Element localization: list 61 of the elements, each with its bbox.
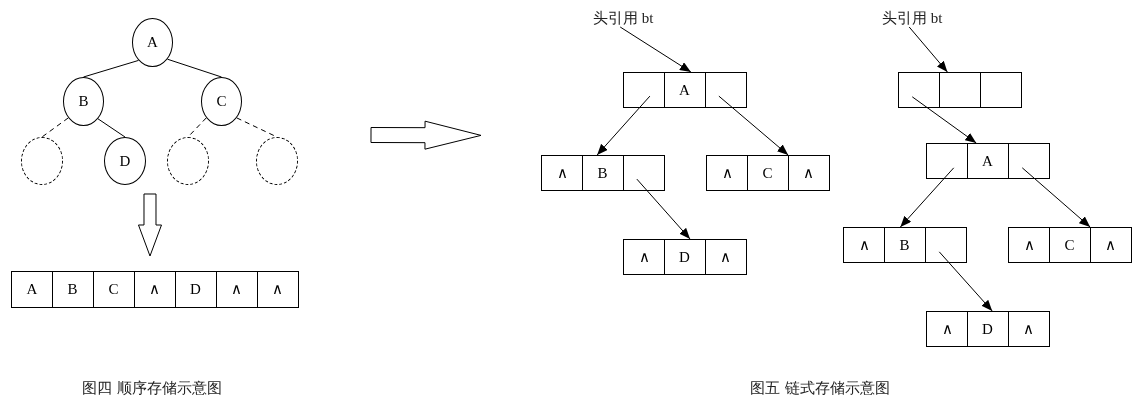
linked-list-node (623, 72, 747, 108)
connector-line (97, 118, 126, 138)
node-field: C (93, 271, 135, 308)
node-field: D (967, 311, 1009, 347)
node-field: ∧ (926, 311, 968, 347)
arrow (619, 26, 692, 73)
block-arrow (370, 120, 482, 150)
node-field: ∧ (541, 155, 583, 191)
pointer-field (926, 143, 968, 179)
array-row (11, 271, 299, 308)
node-field: C (747, 155, 789, 191)
node-field: B (582, 155, 624, 191)
connector-line (41, 117, 69, 138)
arrow (718, 95, 789, 156)
node-field: A (664, 72, 706, 108)
arrow (938, 251, 993, 312)
linked-list-node (541, 155, 665, 191)
linked-list-node (1008, 227, 1132, 263)
node-field: ∧ (706, 155, 748, 191)
figure-caption: 图五 链式存储示意图 (750, 379, 890, 397)
node-field: D (175, 271, 217, 308)
pointer-field (623, 72, 665, 108)
arrow (1021, 167, 1091, 228)
tree-node: C (201, 77, 242, 126)
linked-list-node (926, 311, 1050, 347)
node-field: B (884, 227, 926, 263)
arrow (911, 96, 977, 144)
node-field: ∧ (257, 271, 299, 308)
tree-node: A (132, 18, 173, 67)
arrow (899, 167, 955, 228)
node-field: ∧ (788, 155, 830, 191)
node-field: C (1049, 227, 1091, 263)
node-field: ∧ (1090, 227, 1132, 263)
node-field: A (11, 271, 53, 308)
linked-list-node (706, 155, 830, 191)
connector-line (187, 117, 207, 138)
linked-list-node (623, 239, 747, 275)
head-reference-label: 头引用 bt (882, 9, 943, 27)
linked-list-node (898, 72, 1022, 108)
node-field: ∧ (705, 239, 747, 275)
arrow (636, 178, 691, 240)
pointer-field (898, 72, 940, 108)
node-field: ∧ (1008, 227, 1050, 263)
node-field: ∧ (623, 239, 665, 275)
block-arrow (138, 193, 162, 257)
node-field: ∧ (134, 271, 176, 308)
node-field: ∧ (1008, 311, 1050, 347)
connector-line (167, 58, 222, 78)
node-field: B (52, 271, 94, 308)
arrow (908, 26, 948, 73)
tree-node: B (63, 77, 104, 126)
head-reference-label: 头引用 bt (593, 9, 654, 27)
linked-list-node (926, 143, 1050, 179)
linked-list-node (843, 227, 967, 263)
node-field: A (967, 143, 1009, 179)
node-field: ∧ (216, 271, 258, 308)
node-field: D (664, 239, 706, 275)
figure-caption: 图四 顺序存储示意图 (82, 379, 222, 397)
arrow (596, 95, 651, 156)
connector-line (83, 59, 139, 78)
node-field: ∧ (843, 227, 885, 263)
